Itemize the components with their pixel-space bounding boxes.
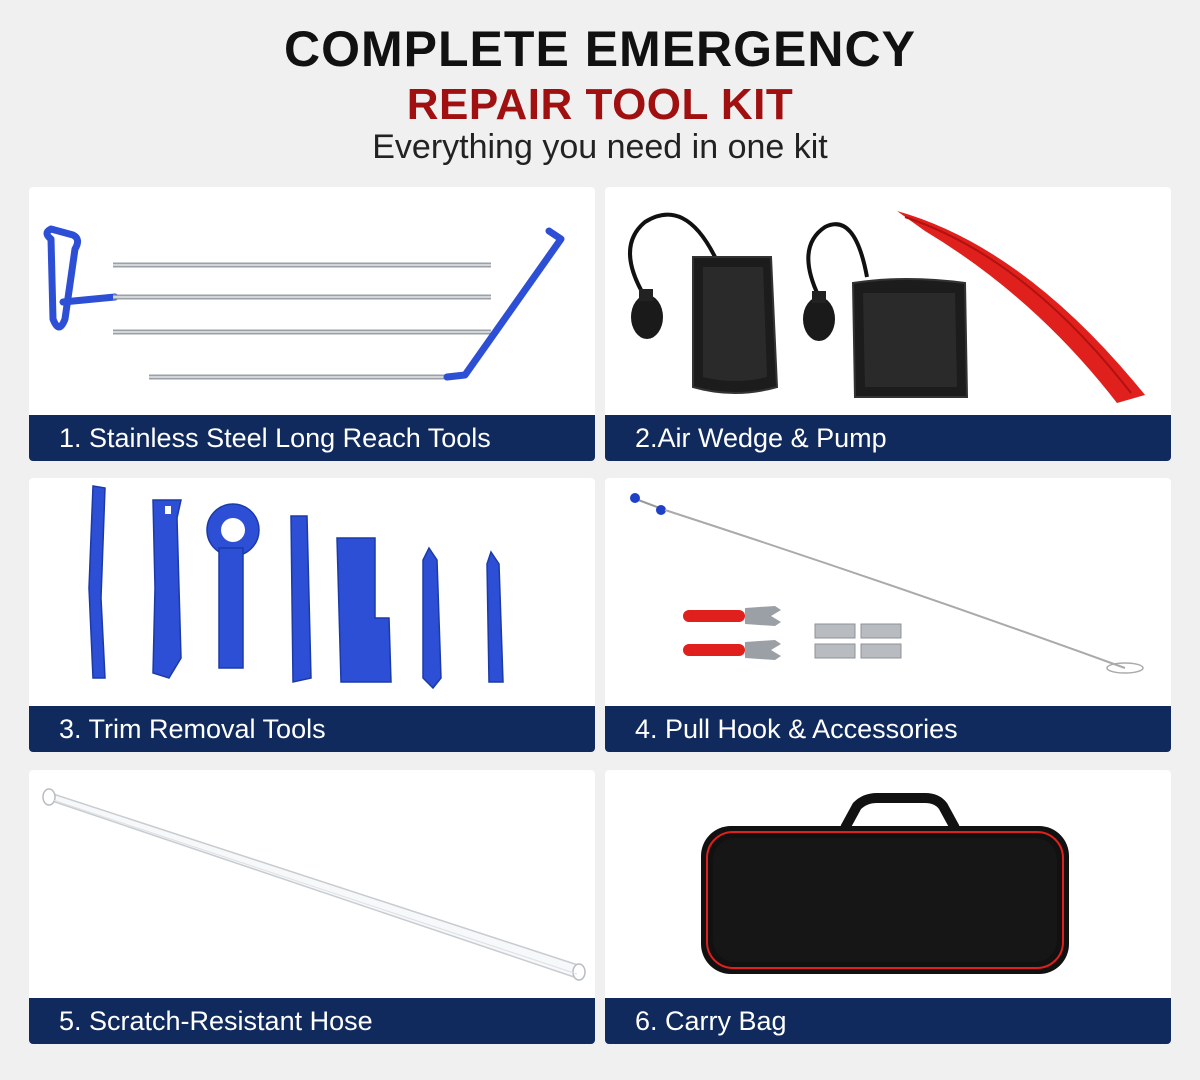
scratch-resistant-hose-image [42, 788, 586, 981]
panel-caption: 5. Scratch-Resistant Hose [29, 998, 595, 1044]
panel-trim-removal-tools: 3. Trim Removal Tools [29, 478, 595, 752]
long-reach-tools-image [43, 225, 565, 381]
panel-long-reach-tools: 1. Stainless Steel Long Reach Tools [29, 187, 595, 461]
panel-caption: 4. Pull Hook & Accessories [605, 706, 1171, 752]
panel-air-wedge-pump: 2.Air Wedge & Pump [605, 187, 1171, 461]
title-line-2: REPAIR TOOL KIT [406, 80, 794, 129]
panel-caption: 2.Air Wedge & Pump [605, 415, 1171, 461]
title-line-1: COMPLETE EMERGENCY [284, 21, 916, 77]
panel-carry-bag: 6. Carry Bag [605, 770, 1171, 1044]
subtitle: Everything you need in one kit [372, 128, 828, 166]
panel-caption: 1. Stainless Steel Long Reach Tools [29, 415, 595, 461]
panel-scratch-resistant-hose: 5. Scratch-Resistant Hose [29, 770, 595, 1044]
panel-caption: 3. Trim Removal Tools [29, 706, 595, 752]
header: COMPLETE EMERGENCY REPAIR TOOL KIT Every… [0, 0, 1200, 180]
air-wedge-pump-image [628, 211, 1145, 403]
carry-bag-image [701, 793, 1069, 974]
panel-caption: 6. Carry Bag [605, 998, 1171, 1044]
panel-pull-hook-accessories: 4. Pull Hook & Accessories [605, 478, 1171, 752]
trim-removal-tools-image [88, 485, 504, 690]
pull-hook-accessories-image [630, 493, 1144, 674]
